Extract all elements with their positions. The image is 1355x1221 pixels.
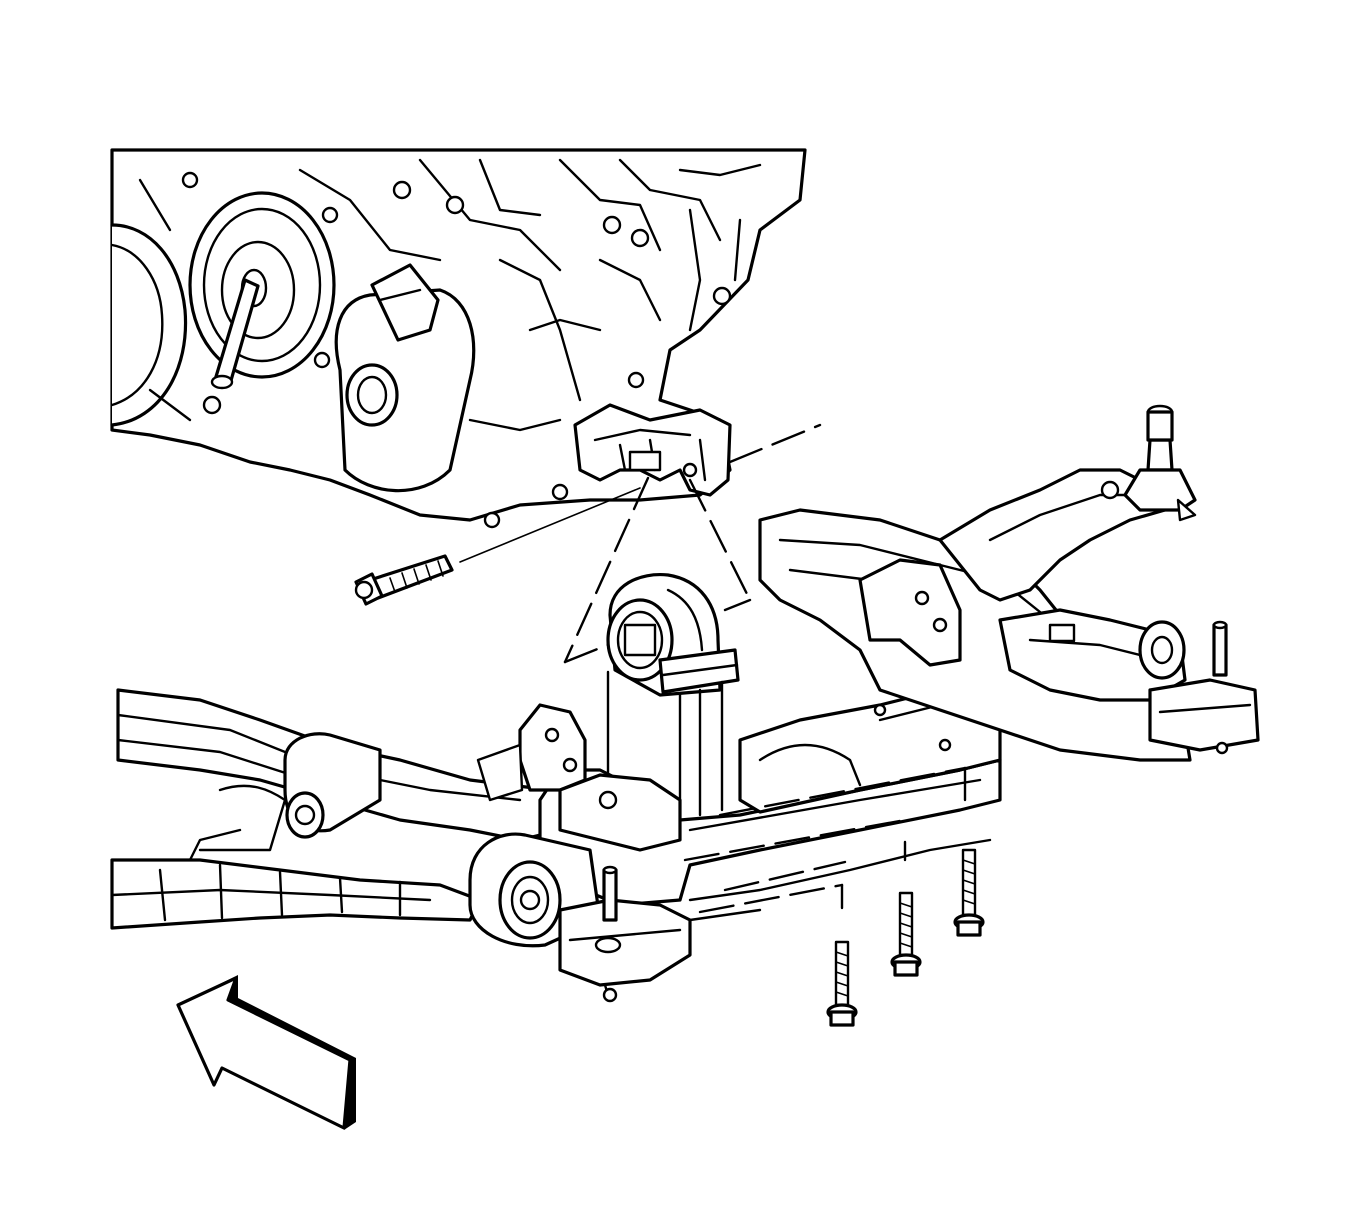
bolt-icon bbox=[890, 891, 922, 977]
transaxle-mount-bracket-icon bbox=[573, 403, 732, 497]
arrow-forward-icon[interactable] bbox=[176, 975, 356, 1130]
transaxle-mount-icon bbox=[606, 572, 740, 697]
bolt-icon bbox=[953, 848, 985, 937]
mount-through-bolt-icon bbox=[354, 487, 641, 606]
engine-cradle-icon bbox=[110, 404, 1260, 1003]
mount-to-frame-bolts bbox=[683, 766, 985, 1027]
bolt-icon bbox=[826, 940, 858, 1027]
